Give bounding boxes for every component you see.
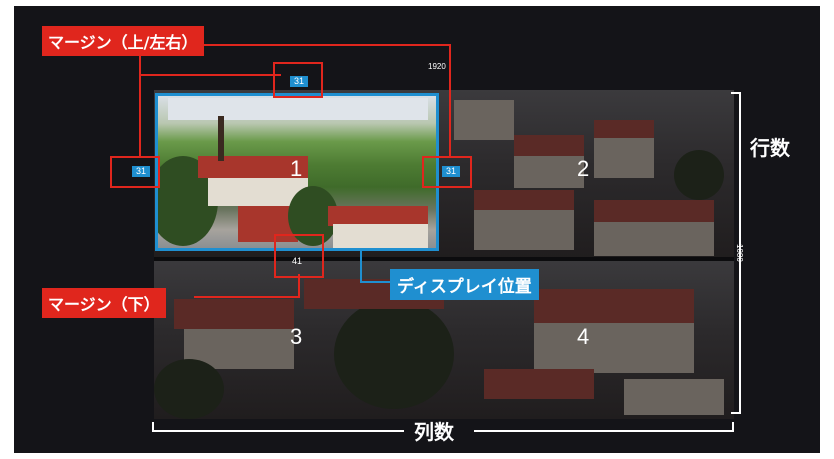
quadrant-label-4: 4 [577, 324, 590, 349]
display-1-image [155, 93, 439, 251]
quadrant-label-2: 2 [577, 156, 590, 181]
margin-connector-left-v [139, 44, 141, 158]
margin-top-side-badge: マージン（上/左右） [42, 26, 204, 56]
columns-bracket-right [474, 422, 734, 432]
display-position-connector-h [360, 281, 390, 283]
quadrant-label-1: 1 [290, 156, 303, 181]
margin-top-highlight [273, 62, 323, 98]
margin-bottom-connector-h [194, 296, 300, 298]
margin-right-highlight [422, 156, 472, 188]
margin-top-value: 31 [290, 76, 308, 87]
margin-connector-mid-h [139, 74, 281, 76]
margin-bottom-badge: マージン（下） [42, 288, 166, 318]
row-divider [154, 257, 734, 261]
margin-connector-top-h [139, 44, 451, 46]
diagram-canvas: 1 2 3 4 1920 1080 行数 列数 31 31 31 41 マージン… [14, 6, 820, 453]
columns-label: 列数 [414, 420, 454, 444]
quadrant-label-3: 3 [290, 324, 303, 349]
margin-left-value: 31 [132, 166, 150, 177]
margin-right-value: 31 [442, 166, 460, 177]
margin-connector-right-v [449, 44, 451, 158]
margin-left-highlight [110, 156, 160, 188]
display-position-badge: ディスプレイ位置 [390, 269, 539, 300]
width-label: 1920 [428, 62, 446, 71]
rows-bracket [731, 92, 741, 414]
rows-label: 行数 [750, 136, 790, 160]
margin-bottom-connector-v [298, 274, 300, 296]
margin-bottom-value: 41 [292, 256, 303, 266]
columns-bracket-left [152, 422, 404, 432]
display-position-connector-v [360, 248, 362, 282]
